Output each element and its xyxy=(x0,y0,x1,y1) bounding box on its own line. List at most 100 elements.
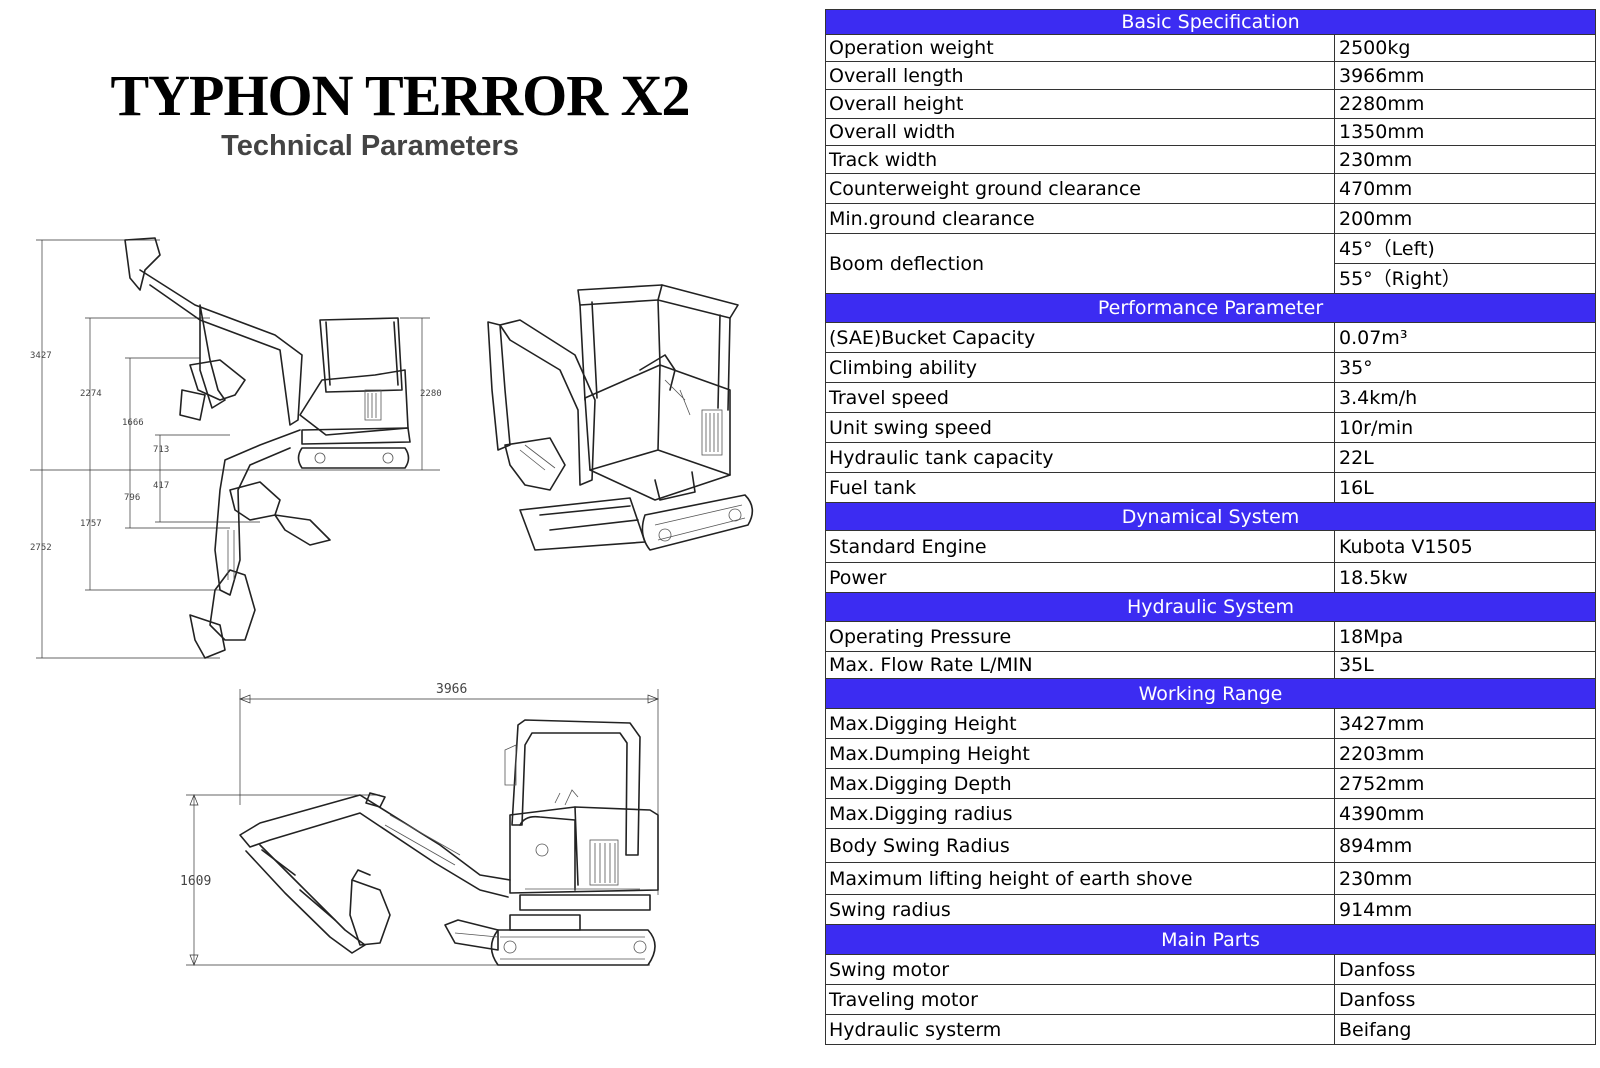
spec-value: 35L xyxy=(1334,651,1596,679)
spec-label: Overall width xyxy=(825,118,1335,146)
spec-label: Overall length xyxy=(825,61,1335,90)
spec-label: Swing motor xyxy=(825,954,1335,985)
excavator-front-linework xyxy=(124,237,411,659)
spec-label: Hydraulic systerm xyxy=(825,1014,1335,1045)
spec-value: 894mm xyxy=(1334,828,1596,863)
dim-label: 2752 xyxy=(30,543,52,553)
dim-label: 1666 xyxy=(122,418,144,428)
spec-value: 45°（Left) xyxy=(1334,233,1596,264)
spec-label: Max.Dumping Height xyxy=(825,738,1335,769)
dim-label-height: 1609 xyxy=(180,874,211,889)
spec-value: 16L xyxy=(1334,472,1596,503)
spec-label: Hydraulic tank capacity xyxy=(825,442,1335,473)
page-title: TYPHON TERROR X2 xyxy=(110,63,690,128)
dim-label: 713 xyxy=(153,445,169,455)
spec-value: 914mm xyxy=(1334,894,1596,925)
spec-label: Swing radius xyxy=(825,894,1335,925)
spec-value: 2203mm xyxy=(1334,738,1596,769)
spec-value: Beifang xyxy=(1334,1014,1596,1045)
section-working-header: Working Range xyxy=(825,678,1596,709)
left-panel: TYPHON TERROR X2 Technical Parameters 34… xyxy=(30,63,754,966)
excavator-iso-linework xyxy=(487,284,754,551)
spec-label: (SAE)Bucket Capacity xyxy=(825,322,1335,353)
spec-label: Climbing ability xyxy=(825,352,1335,383)
dimension-lines xyxy=(30,239,440,659)
spec-value: 2500kg xyxy=(1334,34,1596,62)
spec-label: Standard Engine xyxy=(825,530,1335,563)
spec-label: Max.Digging Height xyxy=(825,708,1335,739)
spec-label: Max. Flow Rate L/MIN xyxy=(825,651,1335,679)
section-main-parts-header: Main Parts xyxy=(825,924,1596,955)
spec-value: 2280mm xyxy=(1334,89,1596,119)
spec-label: Unit swing speed xyxy=(825,412,1335,443)
section-dynamical-header: Dynamical System xyxy=(825,502,1596,531)
front-view-drawing: 3427 2274 1666 713 417 796 1757 2752 228… xyxy=(30,237,442,659)
spec-label: Boom deflection xyxy=(825,233,1335,294)
dim-label: 417 xyxy=(153,481,169,491)
spec-value: 3966mm xyxy=(1334,61,1596,90)
spec-value: Danfoss xyxy=(1334,984,1596,1015)
spec-value: 35° xyxy=(1334,352,1596,383)
spec-value: 2752mm xyxy=(1334,768,1596,799)
spec-label: Counterweight ground clearance xyxy=(825,173,1335,204)
section-performance-header: Performance Parameter xyxy=(825,293,1596,323)
dim-label: 796 xyxy=(124,493,140,503)
section-hydraulic-header: Hydraulic System xyxy=(825,592,1596,622)
spec-value: 230mm xyxy=(1334,145,1596,174)
spec-value: 1350mm xyxy=(1334,118,1596,146)
excavator-side-linework xyxy=(239,719,659,966)
spec-label: Overall height xyxy=(825,89,1335,119)
spec-value: Kubota V1505 xyxy=(1334,530,1596,563)
section-header-row: Hydraulic System xyxy=(825,592,1596,622)
spec-label: Track width xyxy=(825,145,1335,174)
spec-label: Travel speed xyxy=(825,382,1335,413)
spec-value: 55°（Right） xyxy=(1334,263,1596,294)
dimension-lines xyxy=(186,689,659,966)
section-header-row: Performance Parameter xyxy=(825,293,1596,323)
section-header-row: Working Range xyxy=(825,678,1596,709)
spec-value: 230mm xyxy=(1334,862,1596,895)
dim-label: 2280 xyxy=(420,389,442,399)
spec-label: Body Swing Radius xyxy=(825,828,1335,863)
section-header-row: Basic Specification xyxy=(825,9,1596,35)
spec-label: Power xyxy=(825,562,1335,593)
section-basic-header: Basic Specification xyxy=(825,9,1596,35)
section-header-row: Dynamical System xyxy=(825,502,1596,531)
spec-value: 18.5kw xyxy=(1334,562,1596,593)
spec-label: Fuel tank xyxy=(825,472,1335,503)
dim-label-length: 3966 xyxy=(436,682,467,697)
spec-value: 22L xyxy=(1334,442,1596,473)
spec-value: Danfoss xyxy=(1334,954,1596,985)
dimension-labels: 3427 2274 1666 713 417 796 1757 2752 228… xyxy=(30,351,442,553)
page-subtitle: Technical Parameters xyxy=(221,130,519,162)
side-view-drawing: 3966 1609 xyxy=(180,682,659,966)
isometric-view-drawing xyxy=(487,284,754,551)
